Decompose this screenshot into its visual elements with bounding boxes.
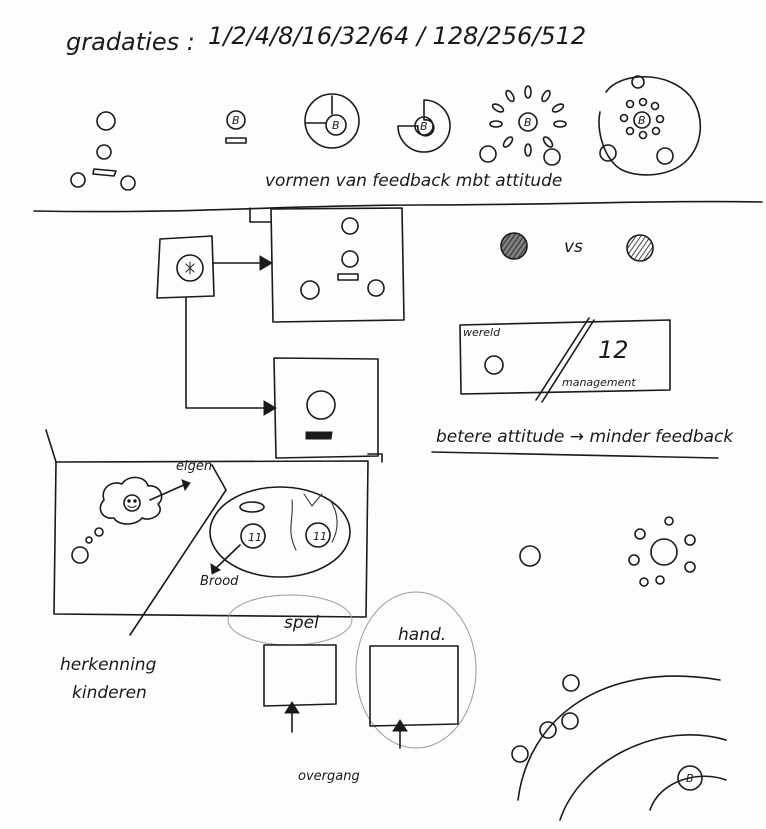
children-ellipse: 11 11	[209, 486, 351, 578]
hand-box	[369, 645, 459, 749]
play-label: spel	[284, 613, 319, 633]
thought-cloud	[71, 476, 163, 564]
shape-badge-5: B	[638, 114, 646, 127]
world-label: wereld	[463, 326, 501, 339]
shape-group-6: B	[598, 75, 702, 176]
bubble-digits-1: 11	[248, 531, 262, 544]
bread-label: Brood	[200, 574, 239, 589]
shape-group-2: B	[225, 110, 247, 144]
recognition-line-1: herkenning	[60, 655, 157, 675]
light-hatched-circle	[626, 234, 654, 262]
shape-badge-3: B	[420, 120, 428, 133]
corner-badge: B	[686, 772, 694, 785]
shape-group-3: B	[304, 93, 360, 149]
orbit-diagram: B	[511, 674, 727, 821]
arrowhead-2	[263, 400, 277, 416]
small-node-box	[156, 235, 215, 299]
target-box-lower	[273, 357, 379, 459]
shape-badge-1: B	[232, 114, 240, 127]
world-number: 12	[598, 336, 629, 364]
formula-underline	[431, 451, 719, 459]
transition-label: overgang	[298, 769, 360, 784]
bubble-digits-2: 11	[313, 530, 327, 543]
world-management-box: wereld 12 management	[459, 317, 671, 403]
header-scale: 1/2/4/8/16/32/64 / 128/256/512	[208, 22, 586, 50]
play-box	[263, 644, 337, 733]
own-label: eigen	[176, 459, 212, 474]
shape-badge-4: B	[524, 116, 532, 129]
versus-label: vs	[564, 237, 583, 257]
formula-text: betere attitude → minder feedback	[436, 427, 734, 447]
target-box-upper	[249, 207, 405, 323]
separator-line	[33, 200, 763, 213]
management-label: management	[562, 376, 636, 389]
arrowhead-1	[259, 255, 273, 271]
dense-hatched-fill	[501, 233, 527, 259]
scene-panel	[45, 429, 383, 636]
arrow-line-2	[185, 297, 267, 409]
shape-group-4: B	[397, 99, 451, 153]
hand-label: hand.	[398, 625, 446, 645]
shape-group-1	[70, 111, 136, 191]
hand-outline	[355, 591, 477, 749]
shape-group-5: B	[479, 85, 567, 166]
shape-badge-2: B	[332, 119, 340, 132]
shapes-caption: vormen van feedback mbt attitude	[265, 171, 562, 191]
own-arrowhead	[181, 479, 191, 492]
recognition-line-2: kinderen	[72, 683, 147, 703]
own-arrow	[149, 483, 187, 501]
bread-arrowhead	[210, 562, 221, 575]
right-cluster	[519, 516, 696, 587]
bread-arrow	[213, 544, 241, 571]
header-title: gradaties :	[66, 28, 195, 56]
